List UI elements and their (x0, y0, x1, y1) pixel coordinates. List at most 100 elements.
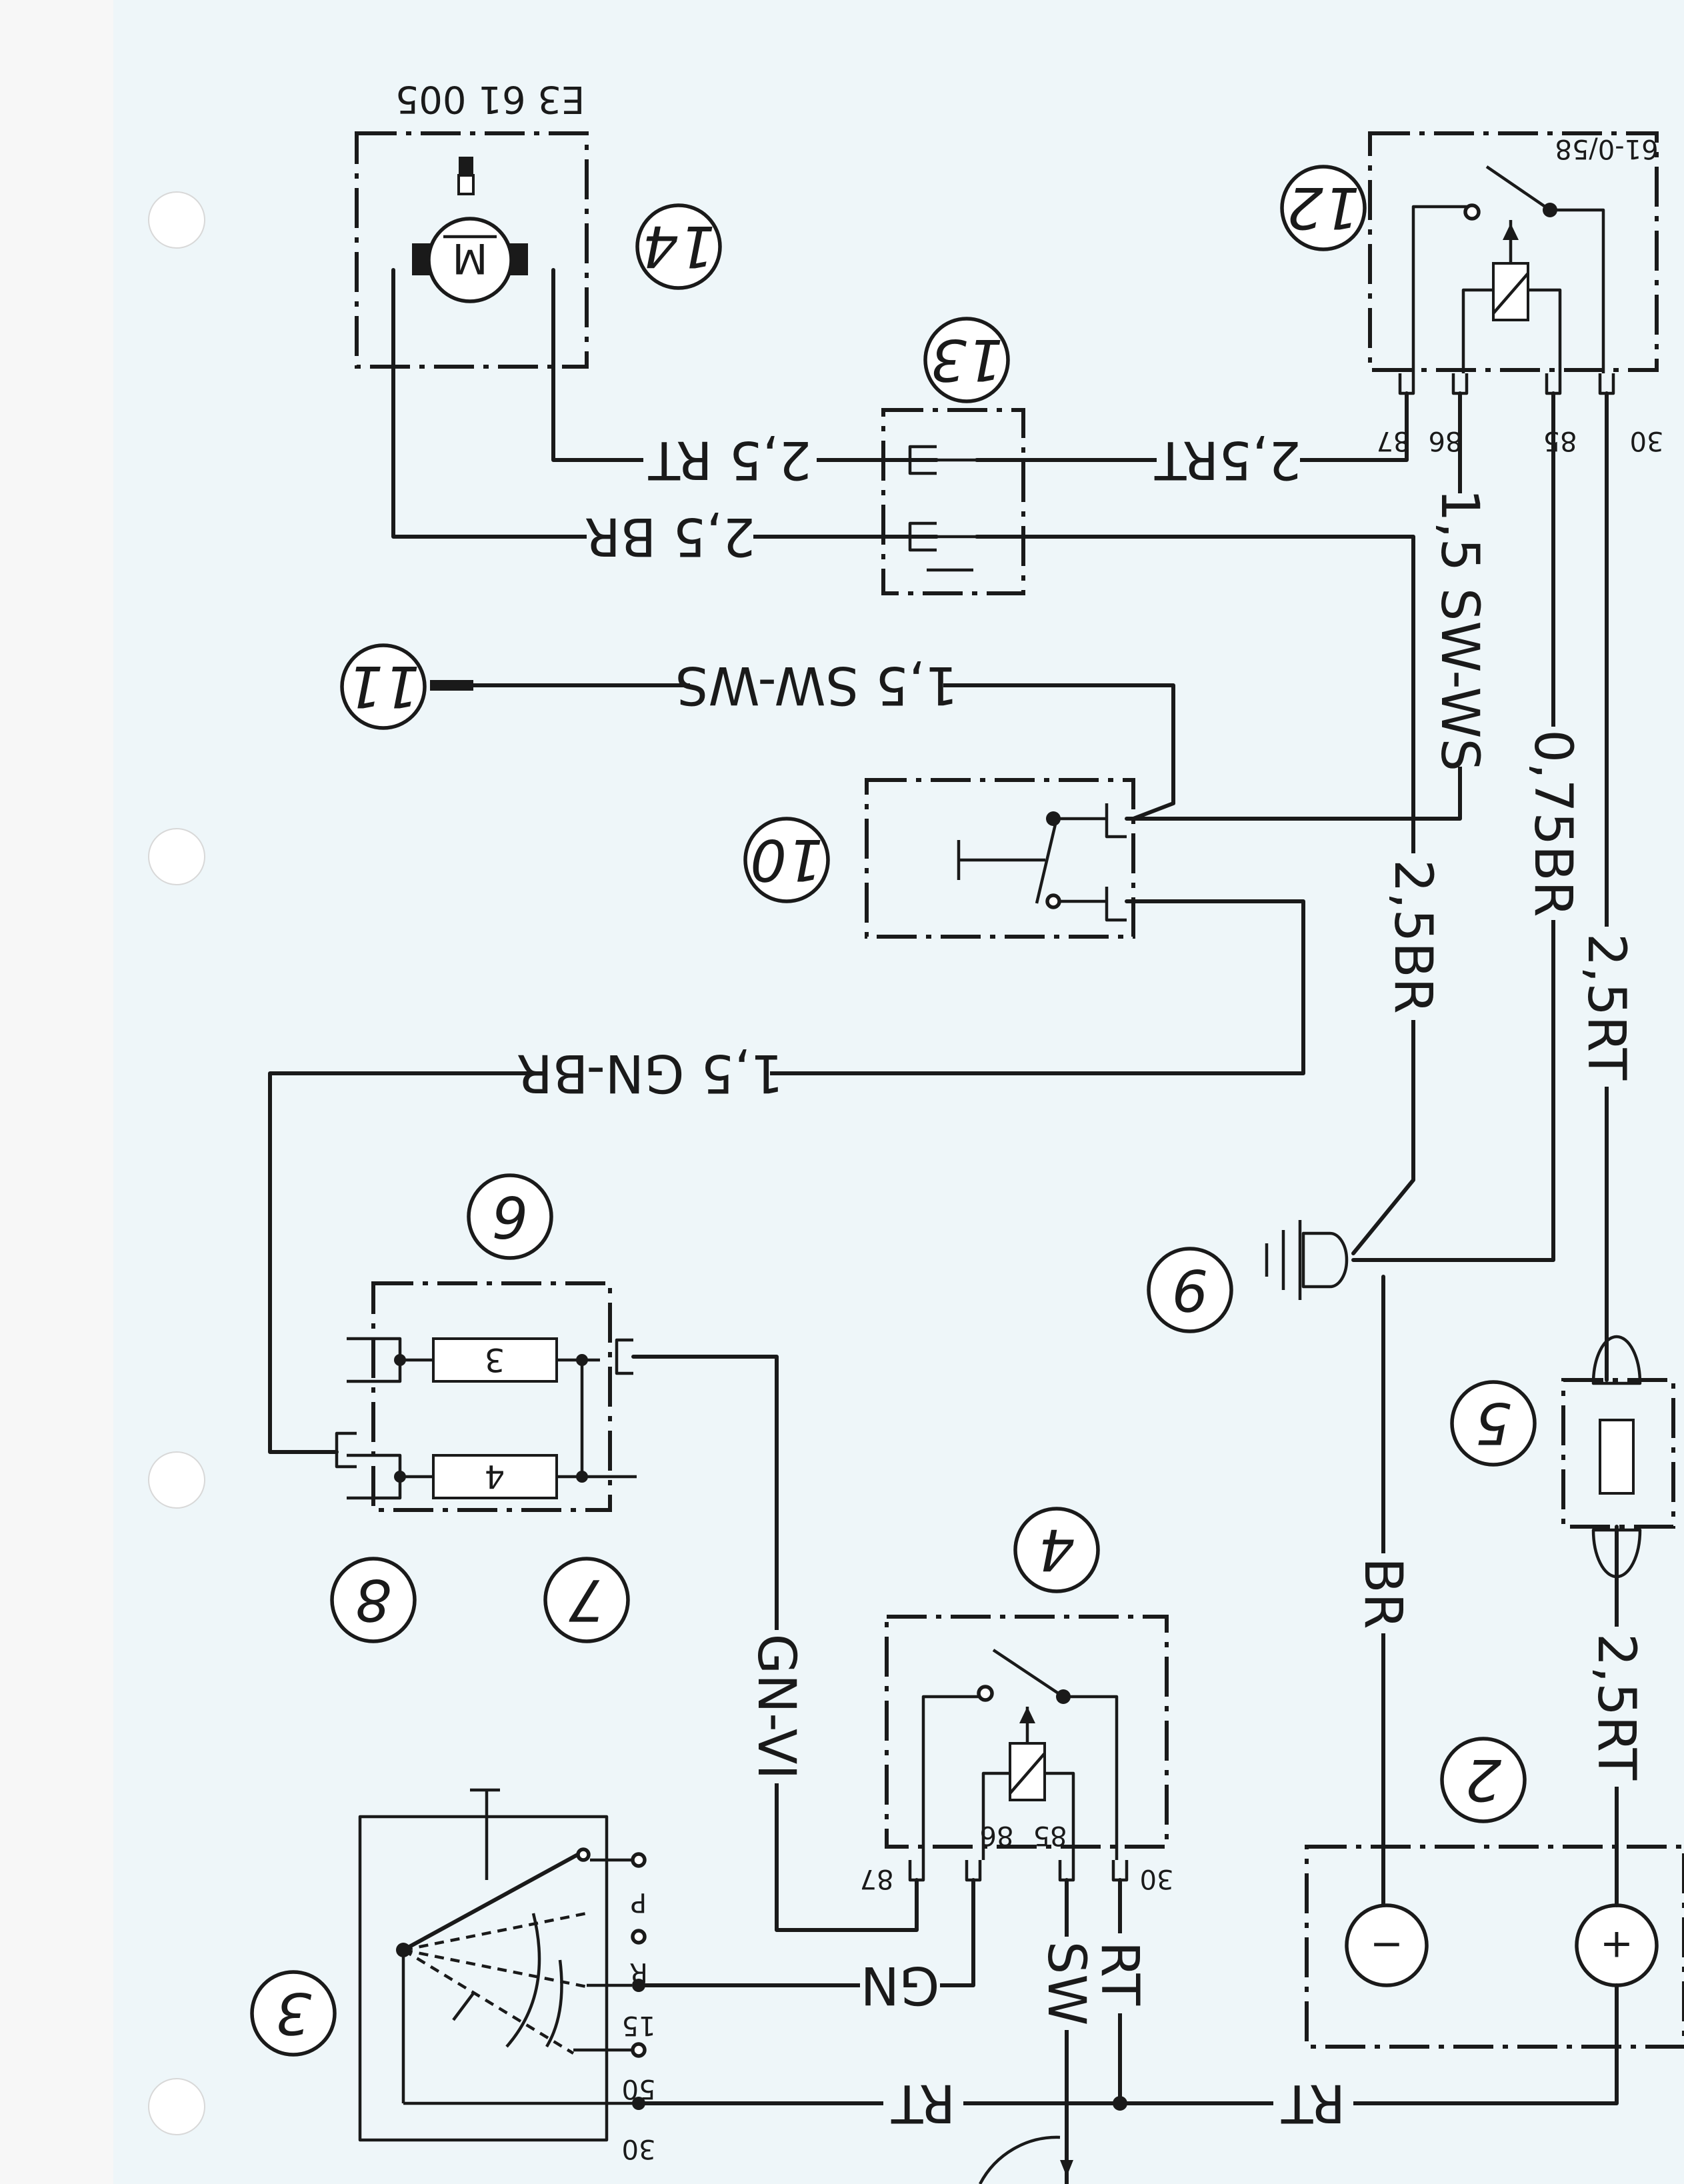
switch3-pin-50: 50 (622, 2073, 656, 2104)
svg-text:1,5 SW-WS: 1,5 SW-WS (675, 655, 958, 715)
wire-label-14-red: 2,5 RT (643, 429, 817, 489)
wire-label-25br: 2,5BR (1383, 853, 1443, 1020)
binder-hole-1 (148, 191, 205, 249)
battery-plus: + (1600, 1922, 1633, 1969)
svg-text:85: 85 (1033, 1820, 1067, 1851)
svg-text:R: R (629, 1957, 648, 1987)
svg-text:15: 15 (622, 2010, 656, 2041)
label-10: 10 (743, 817, 830, 903)
relay4-pin-86: 86 (980, 1820, 1014, 1851)
component-14-motor: M (355, 131, 589, 369)
drawing-code: E3 61 005 (395, 77, 585, 121)
label-12: 12 (1280, 165, 1367, 251)
svg-text:2,5RT: 2,5RT (1155, 429, 1302, 489)
label-14: 14 (635, 203, 722, 290)
wire-label-12-sw-ws: 1,5 SW-WS (1429, 489, 1489, 771)
label-3: 3 (250, 1970, 337, 2057)
label-2: 2 (1440, 1737, 1527, 1823)
relay4-pin-85: 85 (1033, 1820, 1067, 1851)
svg-text:2,5RT: 2,5RT (1586, 1633, 1646, 1781)
fuse-4-label: 4 (485, 1457, 505, 1495)
component-11-terminal (430, 680, 473, 691)
wire-label-14-brown: 2,5 BR (585, 506, 756, 566)
switch3-pin-P: P (631, 1887, 647, 1917)
svg-text:13: 13 (930, 326, 1003, 393)
component-3-ignition-switch (358, 1788, 647, 2142)
svg-text:86: 86 (1429, 425, 1463, 456)
svg-text:E3 61 005: E3 61 005 (395, 77, 585, 121)
sheet-ref: 61-0/58 (1555, 133, 1658, 164)
svg-text:9: 9 (1172, 1256, 1209, 1323)
svg-text:8: 8 (355, 1566, 392, 1633)
svg-text:30: 30 (1630, 425, 1664, 456)
motor-symbol: M (452, 234, 488, 283)
wire-label-rt-bottom-right: RT (1273, 2073, 1353, 2133)
label-8: 8 (330, 1557, 417, 1643)
relay12-pin-30: 30 (1630, 425, 1664, 456)
svg-text:30: 30 (1140, 1863, 1174, 1894)
wire-label-gn-vi: GN-VI (746, 1630, 806, 1783)
svg-text:4: 4 (485, 1457, 505, 1495)
svg-text:GN: GN (861, 1955, 940, 2015)
svg-text:87: 87 (860, 1863, 894, 1894)
fuse-3-label: 3 (485, 1341, 505, 1378)
wire-label-gn-br: 1,5 GN-BR (517, 1043, 784, 1103)
component-9-ground (1265, 1220, 1349, 1300)
component-4-relay (885, 1615, 1169, 1882)
svg-text:SW: SW (1036, 1941, 1096, 2026)
svg-text:RT: RT (1089, 1941, 1149, 2006)
svg-text:2,5RT: 2,5RT (1576, 933, 1636, 1081)
binder-hole-2 (148, 828, 205, 885)
svg-text:GN-VI: GN-VI (746, 1634, 806, 1780)
switch3-pin-30: 30 (622, 2133, 656, 2164)
battery-minus: − (1370, 1922, 1403, 1969)
relay4-pin-87: 87 (860, 1863, 894, 1894)
label-11: 11 (340, 643, 427, 730)
svg-text:7: 7 (569, 1566, 605, 1633)
wire-label-11: 1,5 SW-WS (675, 655, 958, 715)
label-6: 6 (467, 1173, 553, 1260)
svg-text:2,5 RT: 2,5 RT (648, 429, 811, 489)
svg-text:1,5 GN-BR: 1,5 GN-BR (517, 1043, 784, 1103)
label-5: 5 (1450, 1380, 1537, 1467)
wire-label-rt-relay: RT (1089, 1933, 1149, 2013)
svg-text:2,5BR: 2,5BR (1383, 859, 1443, 1014)
svg-text:0,75BR: 0,75BR (1523, 729, 1583, 917)
relay4-pin-30: 30 (1140, 1863, 1174, 1894)
label-13: 13 (923, 317, 1010, 403)
relay12-pin-85: 85 (1543, 425, 1577, 456)
component-5-fuse (1561, 1335, 1675, 1579)
relay12-pin-86: 86 (1429, 425, 1463, 456)
svg-text:50: 50 (622, 2073, 656, 2104)
svg-text:RT: RT (891, 2073, 956, 2133)
svg-text:86: 86 (980, 1820, 1014, 1851)
svg-text:87: 87 (1377, 425, 1411, 456)
binder-hole-4 (148, 2078, 205, 2135)
svg-text:4: 4 (1039, 1516, 1075, 1583)
svg-text:12: 12 (1287, 174, 1359, 241)
svg-text:61-0/58: 61-0/58 (1555, 133, 1658, 164)
wire-label-br: BR (1353, 1553, 1413, 1633)
svg-text:85: 85 (1543, 425, 1577, 456)
wire-label-13-12-red: 2,5RT (1155, 429, 1302, 489)
wire-label-sw: SW (1036, 1937, 1096, 2030)
page-margin (0, 0, 113, 2184)
svg-text:RT: RT (1281, 2073, 1346, 2133)
svg-text:6: 6 (492, 1183, 529, 1249)
wire-label-25rt-lower: 2,5RT (1586, 1627, 1646, 1787)
svg-text:P: P (631, 1887, 647, 1917)
label-7: 7 (543, 1557, 630, 1643)
svg-text:10: 10 (750, 826, 823, 893)
svg-text:11: 11 (347, 653, 419, 719)
wire-label-25rt-upper: 2,5RT (1576, 927, 1636, 1087)
svg-text:5: 5 (1475, 1389, 1512, 1456)
svg-text:2,5 BR: 2,5 BR (585, 506, 756, 566)
switch3-pin-15: 15 (622, 2010, 656, 2041)
switch3-pin-R: R (629, 1957, 648, 1987)
svg-text:3: 3 (275, 1979, 312, 2046)
svg-text:14: 14 (642, 213, 715, 279)
svg-text:1,5 SW-WS: 1,5 SW-WS (1429, 489, 1489, 771)
svg-text:2: 2 (1465, 1746, 1502, 1813)
svg-text:BR: BR (1353, 1557, 1413, 1629)
